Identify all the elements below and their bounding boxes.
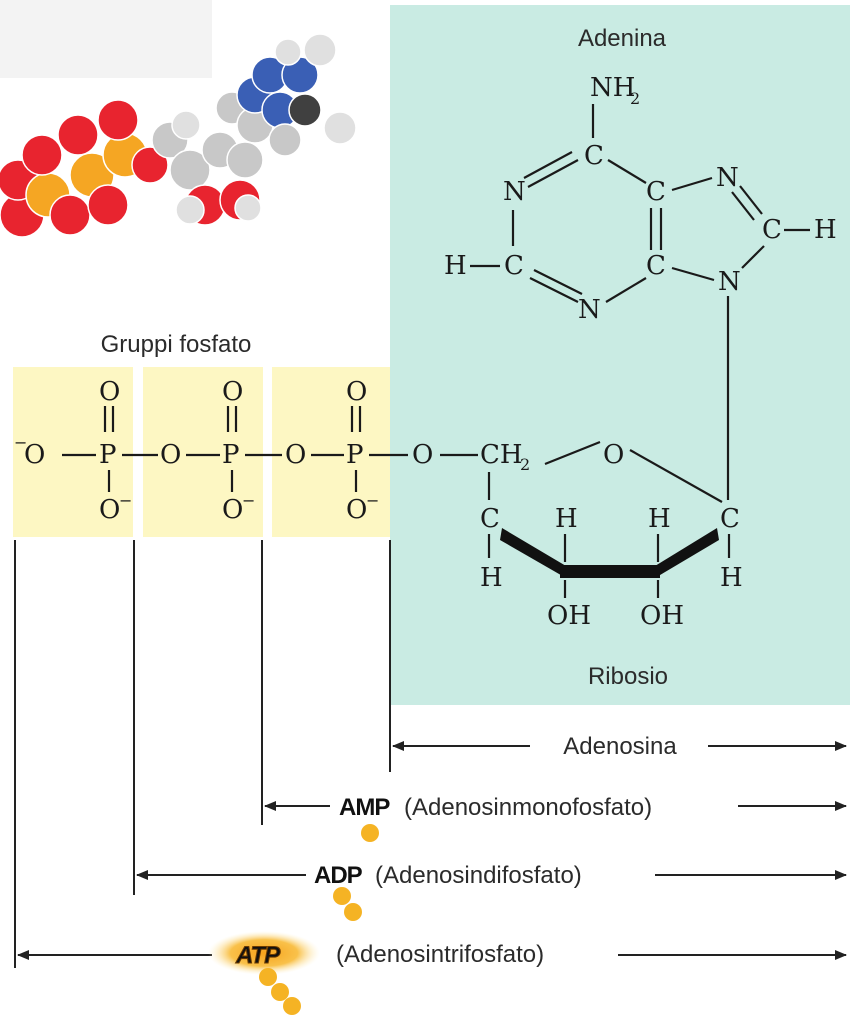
atom-o-terminal: O <box>24 440 45 470</box>
atom-p-beta: P <box>222 440 240 470</box>
adp-full-name: (Adenosindifosfato) <box>375 862 582 889</box>
atom-o-bridge-2: O <box>285 440 306 470</box>
atom-o-beta-bottom: O <box>222 495 243 525</box>
atom-ch2: CH <box>480 440 523 470</box>
charge-terminal-o: − <box>14 433 27 452</box>
space-filling-model <box>0 33 357 238</box>
adp-phosphate-dot-1 <box>333 887 351 905</box>
atom-oh2-ribose: OH <box>640 601 684 631</box>
adp-phosphate-dot-2 <box>344 903 362 921</box>
atom-c4: C <box>646 251 666 281</box>
atom-n7: N <box>716 163 739 193</box>
atp-abbreviation: ATP <box>235 942 281 969</box>
atom-n1: N <box>503 177 526 207</box>
atom-o-beta-top: O <box>222 377 243 407</box>
adenine-structure: NH 2 C N C C H N C N C H N <box>444 73 837 500</box>
atom-c1-ribose: C <box>720 504 740 534</box>
atom-n9: N <box>718 267 741 297</box>
atom-o-ring: O <box>603 440 624 470</box>
adp-abbreviation: ADP <box>314 862 363 889</box>
atom-h4-ribose: H <box>480 563 503 593</box>
amp-phosphate-dot-1 <box>361 824 379 842</box>
atp-full-name: (Adenosintrifosfato) <box>336 941 544 968</box>
phosphate-box-1 <box>13 367 133 537</box>
atom-o-alpha-top: O <box>346 377 367 407</box>
atp-phosphate-dot-1 <box>259 968 277 986</box>
atom-c2: C <box>504 251 524 281</box>
ribose-bold-bottom <box>560 565 660 578</box>
ribose-bold-bond <box>500 528 566 578</box>
atom-o-bridge: O <box>412 440 433 470</box>
phosphate-box-3 <box>272 367 390 537</box>
atp-glow <box>208 931 320 975</box>
atom-ch2-subscript: 2 <box>520 455 530 474</box>
atom-c4-ribose: C <box>480 504 500 534</box>
atp-phosphate-dot-2 <box>271 983 289 1001</box>
atom-h8: H <box>814 215 837 245</box>
adenosine-label: Adenosina <box>563 733 677 760</box>
phosphate-box-2 <box>143 367 263 537</box>
atom-p-alpha: P <box>346 440 364 470</box>
atom-h3-ribose: H <box>555 504 578 534</box>
atom-o-gamma-top: O <box>99 377 120 407</box>
atom-c6: C <box>584 141 604 171</box>
atom-c5: C <box>646 177 666 207</box>
top-left-panel <box>0 0 212 78</box>
amp-abbreviation: AMP <box>339 794 390 821</box>
atom-p-gamma: P <box>99 440 117 470</box>
atom-h2: H <box>444 251 467 281</box>
charge-alpha: − <box>366 491 379 510</box>
charge-beta: − <box>242 491 255 510</box>
ribose-label: Ribosio <box>588 663 668 690</box>
ribose-bold-bond-right <box>655 528 719 578</box>
atom-c8: C <box>762 215 782 245</box>
charge-gamma: − <box>119 491 132 510</box>
atom-n3: N <box>578 295 601 325</box>
atom-o-bridge-1: O <box>160 440 181 470</box>
phosphate-groups-label: Gruppi fosfato <box>101 331 252 358</box>
adenine-label: Adenina <box>578 25 667 52</box>
atom-h1-ribose: H <box>720 563 743 593</box>
atom-n-amino: NH <box>590 73 635 103</box>
adp-row: ADP (Adenosindifosfato) <box>136 862 847 921</box>
atp-row: ATP (Adenosintrifosfato) <box>17 931 847 1015</box>
atp-phosphate-dot-3 <box>283 997 301 1015</box>
adenosine-panel <box>390 5 850 705</box>
atom-o-gamma-bottom: O <box>99 495 120 525</box>
atom-amino-subscript: 2 <box>630 89 640 108</box>
atom-oh3-ribose: OH <box>547 601 591 631</box>
atom-o-alpha-bottom: O <box>346 495 367 525</box>
adenosine-row: Adenosina <box>392 733 847 760</box>
phosphate-chain: − O P O O − O P O O − O P O O − <box>14 377 408 525</box>
amp-full-name: (Adenosinmonofosfato) <box>404 794 652 821</box>
atom-h2-ribose: H <box>648 504 671 534</box>
ribose-structure: O CH 2 O C H C H H H OH OH <box>412 440 743 631</box>
amp-row: AMP (Adenosinmonofosfato) <box>264 794 847 842</box>
bracket-lines <box>14 540 391 968</box>
